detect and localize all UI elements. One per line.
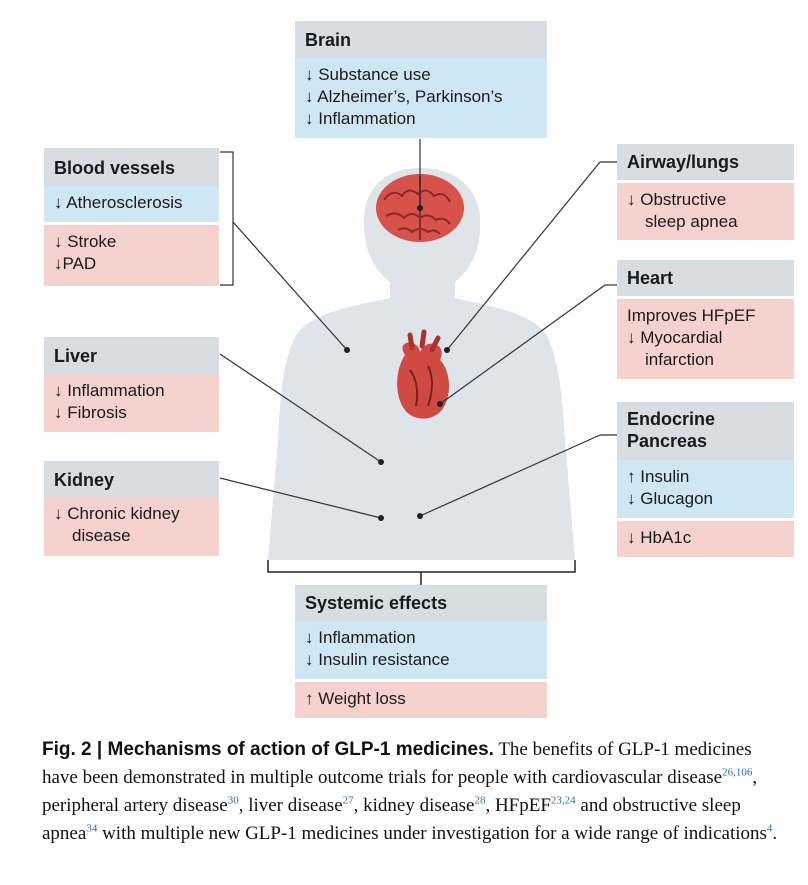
blood-vessels-effect-1: ↓ Atherosclerosis — [54, 193, 183, 212]
brain-effect-2: ↓ Alzheimer’s, Parkinson’s — [305, 87, 503, 106]
brain-box: Brain ↓ Substance use ↓ Alzheimer’s, Par… — [295, 21, 547, 138]
airway-box: Airway/lungs ↓ Obstructive sleep apnea — [617, 144, 794, 240]
liver-effect-1: ↓ Inflammation — [54, 381, 165, 400]
kidney-effect-1: ↓ Chronic kidney — [54, 504, 180, 523]
blood-vessels-box: Blood vessels ↓ Atherosclerosis ↓ Stroke… — [44, 148, 219, 286]
endocrine-effect-1: ↑ Insulin — [627, 467, 690, 486]
kidney-title: Kidney — [44, 461, 219, 497]
blood-vessels-effect-2: ↓ Stroke — [54, 232, 117, 251]
endocrine-pink: ↓ HbA1c — [617, 521, 794, 557]
airway-effect-2: sleep apnea — [645, 212, 738, 231]
caption-ref-5[interactable]: 23,24 — [550, 794, 576, 807]
systemic-bracket — [267, 560, 576, 585]
caption-text-3: , liver disease — [238, 795, 343, 816]
caption-text-6: and obstructive sleep apnea — [42, 795, 741, 844]
kidney-effect-2: disease — [72, 526, 131, 545]
endocrine-effect-3: ↓ HbA1c — [627, 528, 692, 547]
caption-text-2: , peripheral artery disease — [42, 767, 758, 816]
caption-ref-6[interactable]: 34 — [86, 822, 98, 835]
systemic-effect-2: ↓ Insulin resistance — [305, 650, 450, 669]
endocrine-box: Endocrine Pancreas ↑ Insulin ↓ Glucagon … — [617, 402, 794, 557]
connector-lines — [219, 139, 617, 519]
heart-icon — [397, 329, 449, 419]
caption-text-4: , kidney disease — [353, 795, 475, 816]
endocrine-title-line2: Pancreas — [627, 431, 708, 451]
endocrine-title: Endocrine Pancreas — [617, 402, 794, 460]
caption-text-1: The benefits of GLP-1 medicines have bee… — [42, 739, 752, 788]
systemic-pink: ↑ Weight loss — [295, 682, 547, 718]
caption-ref-3[interactable]: 27 — [342, 794, 354, 807]
caption-text-5: , HFpEF — [485, 795, 551, 816]
heart-effect-3: infarction — [645, 350, 714, 369]
caption-ref-2[interactable]: 30 — [227, 794, 239, 807]
liver-box: Liver ↓ Inflammation ↓ Fibrosis — [44, 337, 219, 432]
blood-vessels-effect-3: ↓PAD — [54, 254, 97, 273]
systemic-title: Systemic effects — [295, 585, 547, 621]
blood-vessels-title: Blood vessels — [44, 148, 219, 186]
heart-effect-2: ↓ Myocardial — [627, 328, 723, 347]
airway-title: Airway/lungs — [617, 144, 794, 180]
caption-label: Fig. 2 | Mechanisms of action of GLP-1 m… — [42, 739, 494, 760]
systemic-box: Systemic effects ↓ Inflammation ↓ Insuli… — [295, 585, 547, 718]
endocrine-title-line1: Endocrine — [627, 409, 716, 429]
brain-title: Brain — [295, 21, 547, 58]
liver-title: Liver — [44, 337, 219, 374]
caption-ref-7[interactable]: 4 — [766, 822, 773, 835]
systemic-blue: ↓ Inflammation ↓ Insulin resistance — [295, 621, 547, 679]
liver-effects: ↓ Inflammation ↓ Fibrosis — [44, 374, 219, 432]
blood-vessels-pink: ↓ Stroke ↓PAD — [44, 225, 219, 286]
blood-vessels-blue: ↓ Atherosclerosis — [44, 186, 219, 222]
airway-effect-1: ↓ Obstructive — [627, 190, 727, 209]
caption-text-7: with multiple new GLP-1 medicines under … — [97, 823, 767, 844]
brain-effect-1: ↓ Substance use — [305, 65, 431, 84]
heart-title: Heart — [617, 260, 794, 296]
brain-effects: ↓ Substance use ↓ Alzheimer’s, Parkinson… — [295, 58, 547, 138]
brain-effect-3: ↓ Inflammation — [305, 109, 416, 128]
endocrine-blue: ↑ Insulin ↓ Glucagon — [617, 460, 794, 518]
heart-effects: Improves HFpEF ↓ Myocardial infarction — [617, 299, 794, 379]
heart-box: Heart Improves HFpEF ↓ Myocardial infarc… — [617, 260, 794, 379]
kidney-box: Kidney ↓ Chronic kidney disease — [44, 461, 219, 556]
figure-caption: Fig. 2 | Mechanisms of action of GLP-1 m… — [42, 736, 782, 848]
caption-ref-1[interactable]: 26,106 — [722, 766, 753, 779]
airway-effects: ↓ Obstructive sleep apnea — [617, 183, 794, 240]
heart-effect-1: Improves HFpEF — [627, 306, 756, 325]
kidney-effects: ↓ Chronic kidney disease — [44, 497, 219, 556]
systemic-effect-3: ↑ Weight loss — [305, 689, 406, 708]
connector-dots — [344, 205, 450, 521]
caption-text-8: . — [772, 823, 778, 844]
liver-effect-2: ↓ Fibrosis — [54, 403, 127, 422]
caption-ref-4[interactable]: 28 — [474, 794, 486, 807]
systemic-effect-1: ↓ Inflammation — [305, 628, 416, 647]
endocrine-effect-2: ↓ Glucagon — [627, 489, 713, 508]
